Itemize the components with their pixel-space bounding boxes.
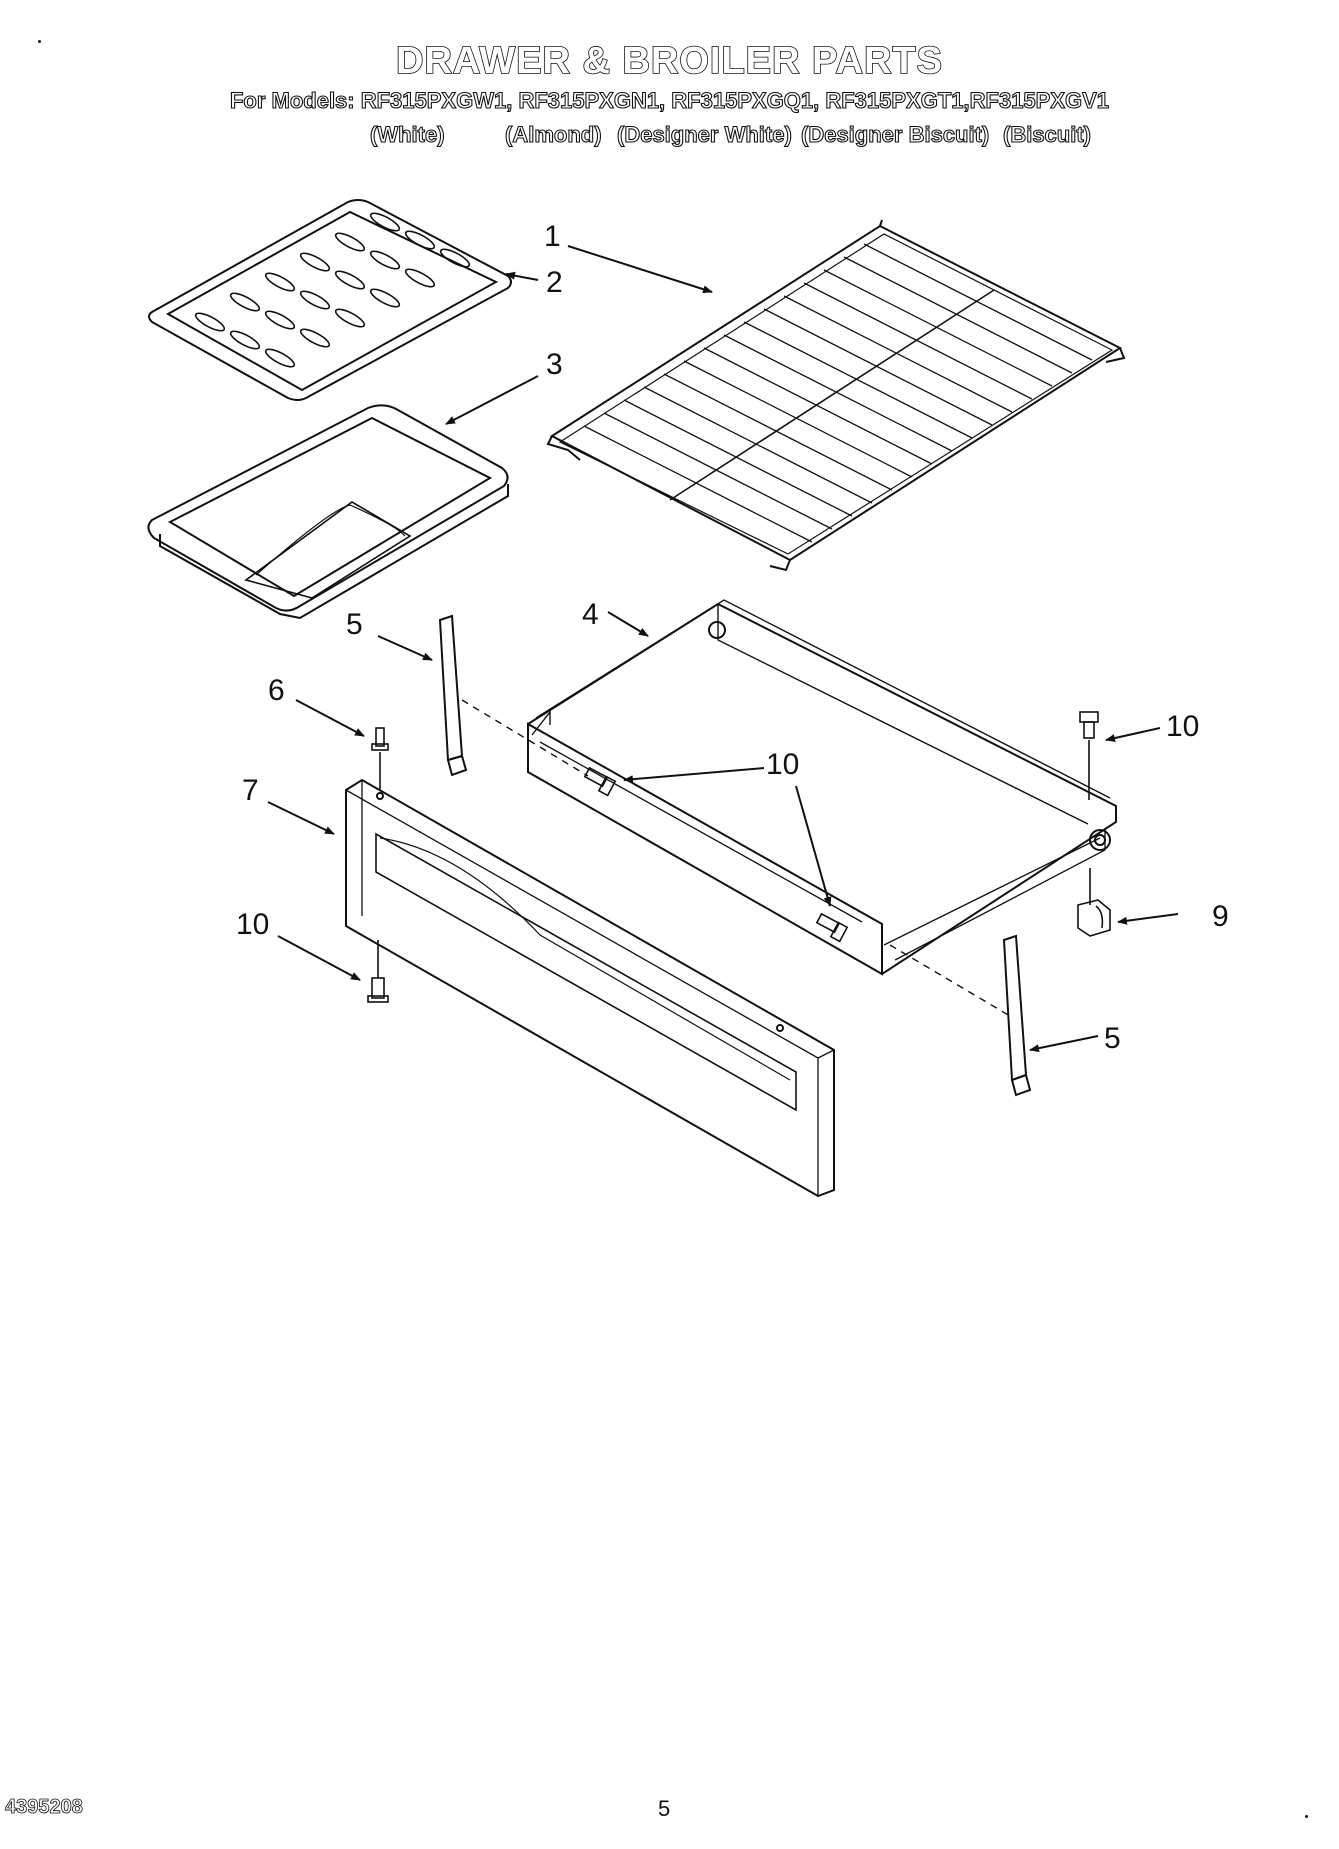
- callout-1: 1: [544, 220, 561, 253]
- leader-arrows: [267, 245, 1179, 1053]
- screw-10-center-right: [815, 912, 849, 943]
- callout-9: 9: [1212, 900, 1229, 933]
- alignment-lines: [461, 699, 1011, 1017]
- page-number: 5: [658, 1796, 671, 1821]
- screw-10-bottom-left: [367, 940, 389, 1003]
- storage-drawer: [527, 599, 1117, 976]
- drawer-front: [345, 778, 835, 1198]
- color-almond: (Almond): [504, 121, 602, 147]
- corner-mark: [1305, 1815, 1308, 1818]
- callout-4: 4: [582, 598, 599, 631]
- drawer-clip: [1077, 868, 1111, 937]
- callout-10-right: 10: [1166, 710, 1199, 743]
- document-number: 4395208: [5, 1796, 84, 1819]
- oven-rack: [546, 219, 1126, 572]
- screw-10-center-left: [583, 766, 617, 797]
- callout-10-left: 10: [236, 908, 269, 941]
- color-biscuit: (Biscuit): [1002, 121, 1091, 147]
- drawer-slide-right: [1002, 934, 1032, 1097]
- corner-mark: [38, 40, 41, 43]
- color-designer-white: (Designer White): [616, 121, 792, 147]
- broiler-pan: [147, 404, 509, 620]
- callout-5-right: 5: [1104, 1022, 1121, 1055]
- broiler-grid: [148, 199, 512, 401]
- screw-10-right: [1079, 711, 1099, 800]
- color-designer-biscuit: (Designer Biscuit): [800, 121, 990, 147]
- screw-6: [371, 727, 389, 790]
- callout-7: 7: [242, 774, 259, 807]
- callout-2: 2: [546, 266, 563, 299]
- drawer-slide-left: [438, 614, 468, 777]
- models-line: For Models: RF315PXGW1, RF315PXGN1, RF31…: [229, 87, 1110, 113]
- page-title: DRAWER & BROILER PARTS: [395, 39, 943, 83]
- color-white: (White): [369, 121, 445, 147]
- callout-6: 6: [268, 674, 285, 707]
- callout-5-left: 5: [346, 608, 363, 641]
- callout-10-center: 10: [766, 748, 799, 781]
- callout-3: 3: [546, 348, 563, 381]
